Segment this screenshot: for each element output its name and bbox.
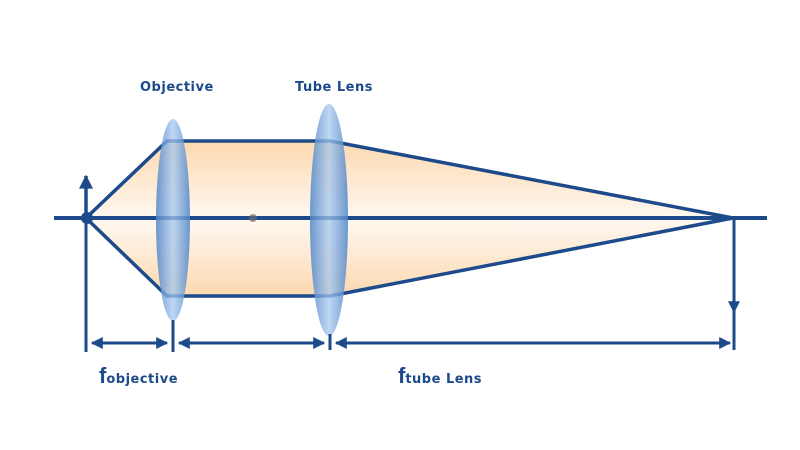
tube-lens-label: Tube Lens xyxy=(295,80,373,95)
f-objective-label: fobjective xyxy=(99,363,178,389)
f-tube-lens-label: ftube Lens xyxy=(398,363,482,389)
objective-label: Objective xyxy=(140,80,214,95)
center-dot xyxy=(249,214,257,222)
f-tube-subscript: tube Lens xyxy=(405,372,483,387)
f-symbol: f xyxy=(99,363,107,388)
f-objective-subscript: objective xyxy=(106,372,179,387)
f-symbol: f xyxy=(398,363,406,388)
beam-outline xyxy=(84,139,734,298)
tube-lens xyxy=(310,104,348,336)
objective-lens xyxy=(156,119,190,321)
